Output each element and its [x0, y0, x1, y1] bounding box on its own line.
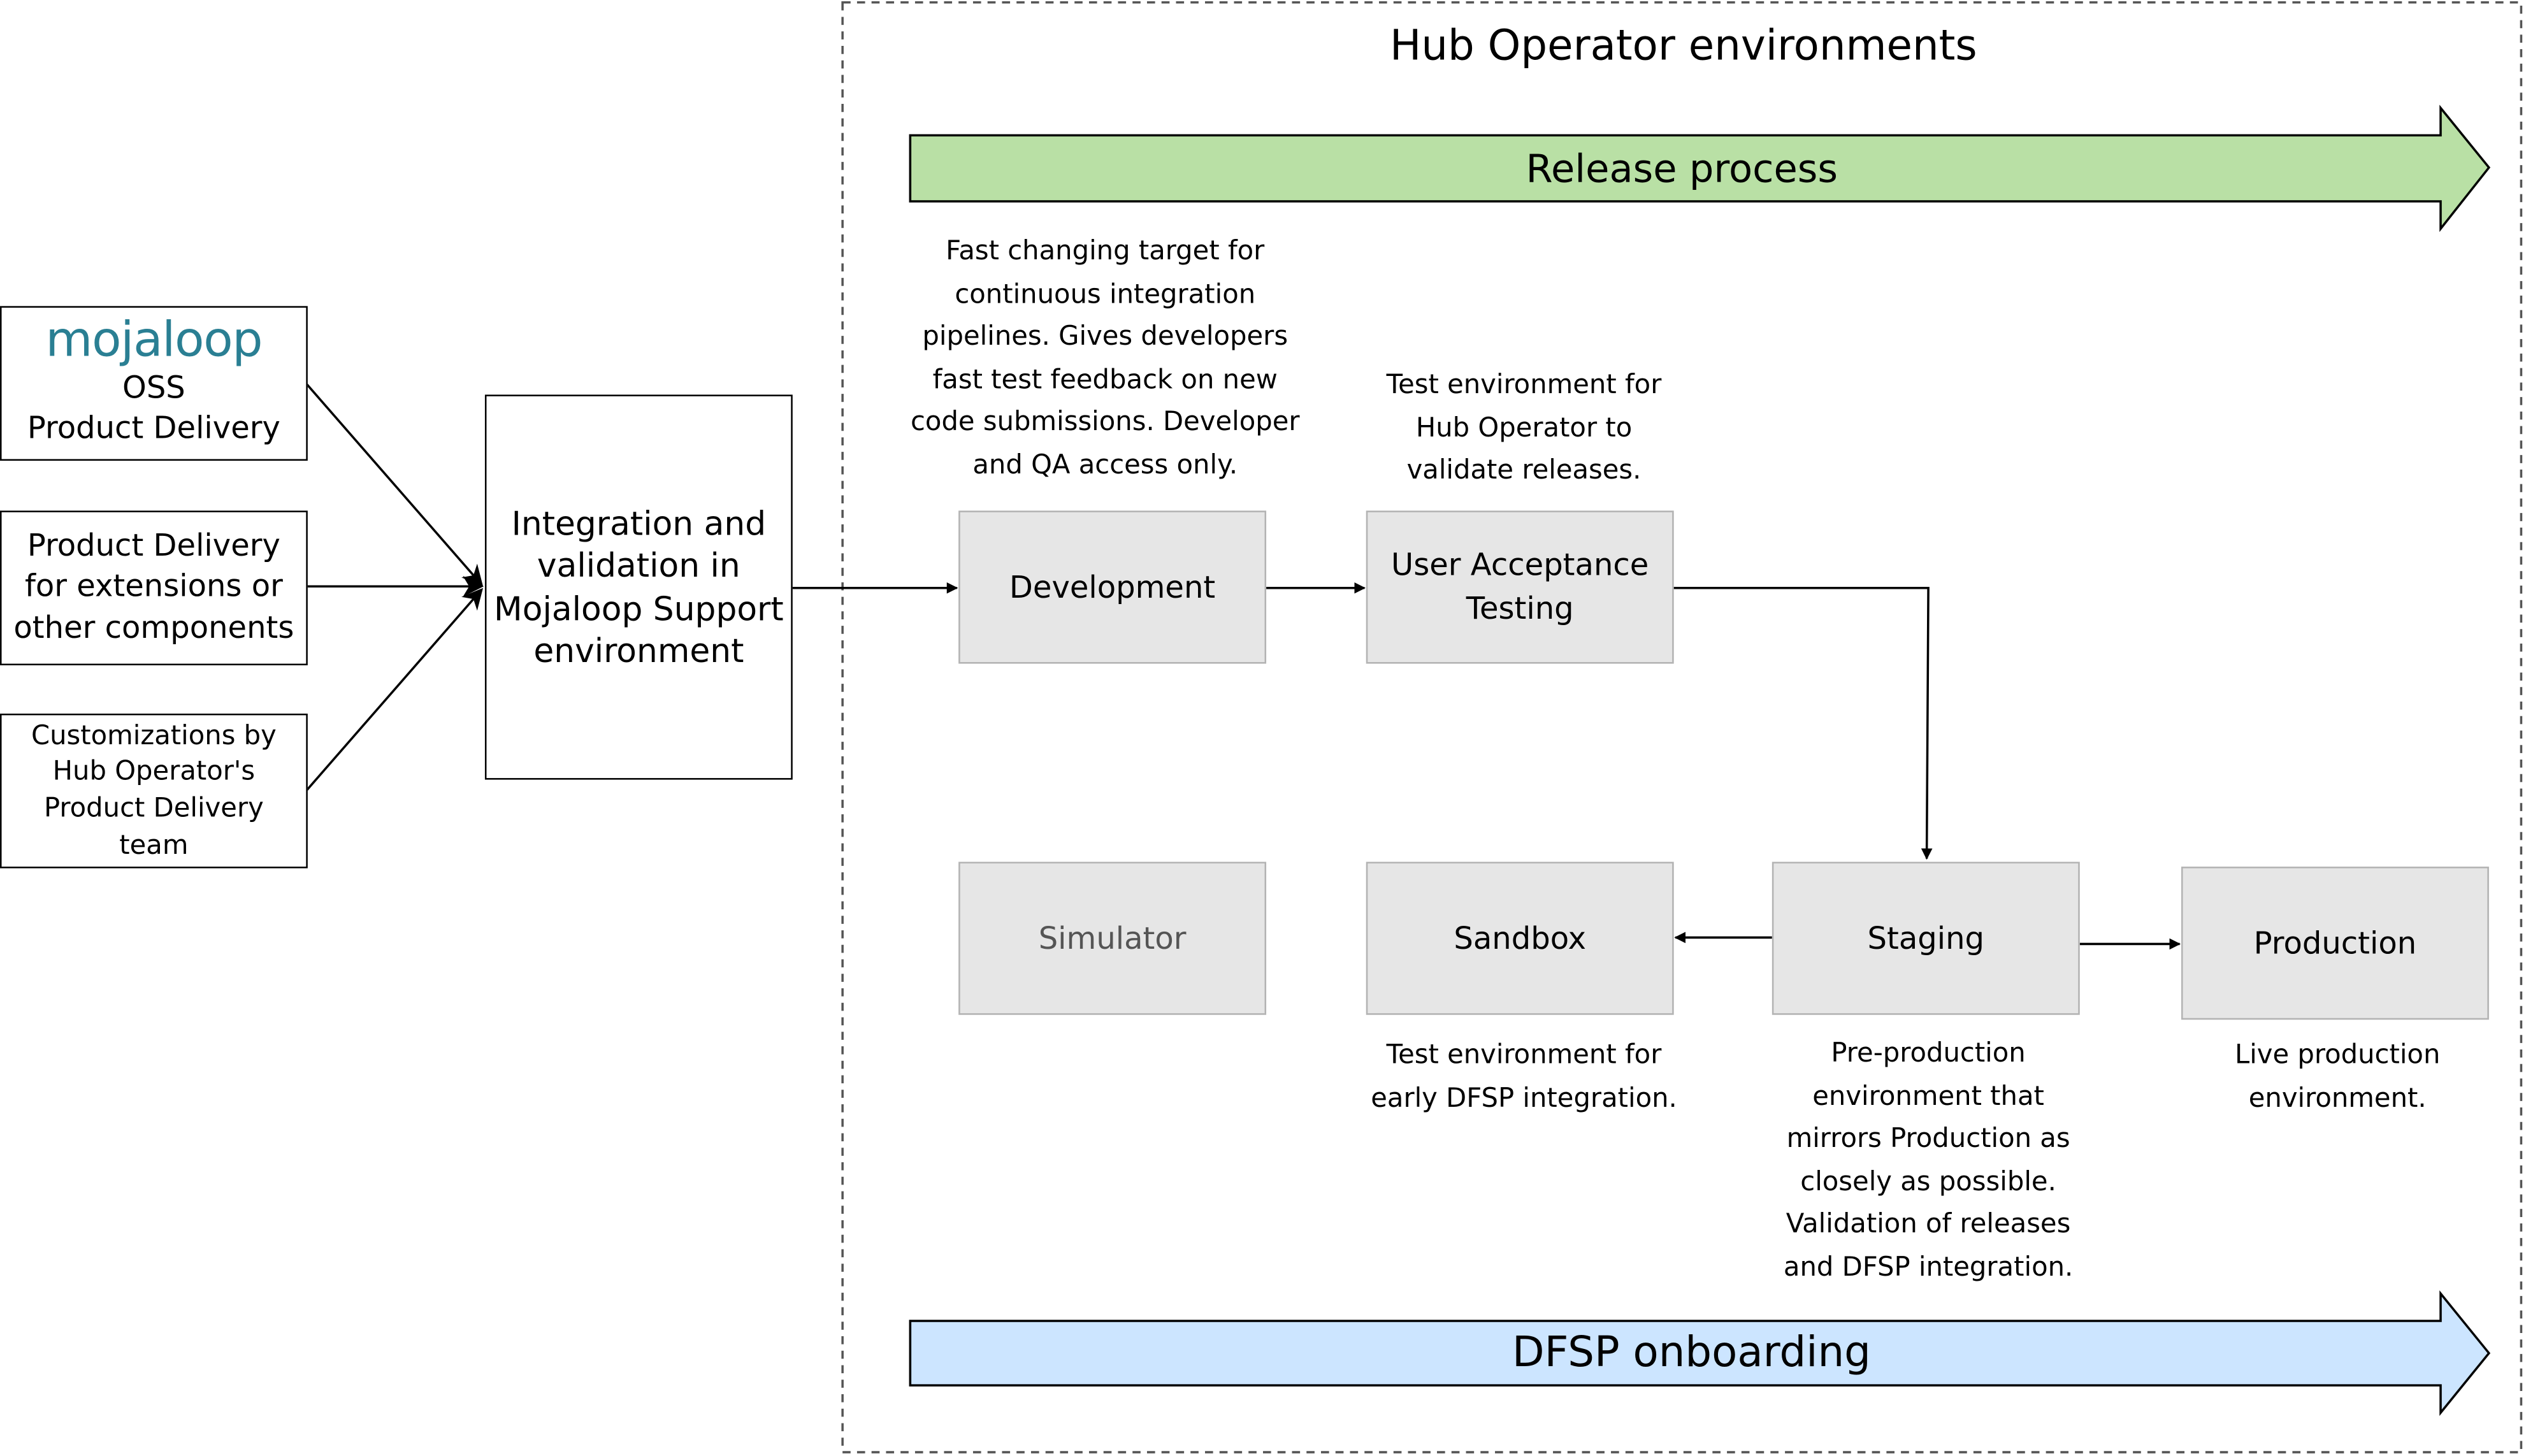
- note-uat: Test environment for Hub Operator to val…: [1386, 368, 1662, 486]
- note-staging: Pre-production environment that mirrors …: [1783, 1037, 2074, 1283]
- env-user-acceptance-testing: User Acceptance Testing: [1366, 510, 1674, 664]
- note-development: Fast changing target for continuous inte…: [910, 235, 1300, 480]
- source-extensions-delivery: Product Delivery for extensions or other…: [0, 510, 308, 666]
- env-simulator: Simulator: [958, 861, 1267, 1015]
- env-staging: Staging: [1772, 861, 2080, 1015]
- release-process-label: Release process: [1526, 145, 1838, 191]
- dfsp-onboarding-label: DFSP onboarding: [1512, 1329, 1871, 1378]
- source-oss-product-delivery: mojaloop OSS Product Delivery: [0, 306, 308, 461]
- env-production: Production: [2181, 867, 2489, 1020]
- arrow-uat-to-staging: [1672, 586, 1933, 860]
- note-sandbox: Test environment for early DFSP integrat…: [1371, 1039, 1677, 1113]
- mojaloop-logo: mojaloop: [45, 312, 263, 369]
- dfsp-onboarding-arrow: [909, 1290, 2491, 1416]
- integration-support-environment: Integration and validation in Mojaloop S…: [484, 394, 793, 780]
- env-development: Development: [958, 510, 1267, 664]
- hub-operator-region: [841, 1, 2523, 1453]
- oss-label: OSS Product Delivery: [27, 370, 280, 447]
- region-title: Hub Operator environments: [1389, 22, 1977, 71]
- arrow-oss-to-integration: [305, 382, 484, 587]
- arrow-customizations-to-integration: [305, 587, 484, 792]
- source-customizations: Customizations by Hub Operator's Product…: [0, 713, 308, 869]
- release-process-arrow: [909, 105, 2491, 233]
- note-production: Live production environment.: [2234, 1039, 2441, 1113]
- env-sandbox: Sandbox: [1366, 861, 1674, 1015]
